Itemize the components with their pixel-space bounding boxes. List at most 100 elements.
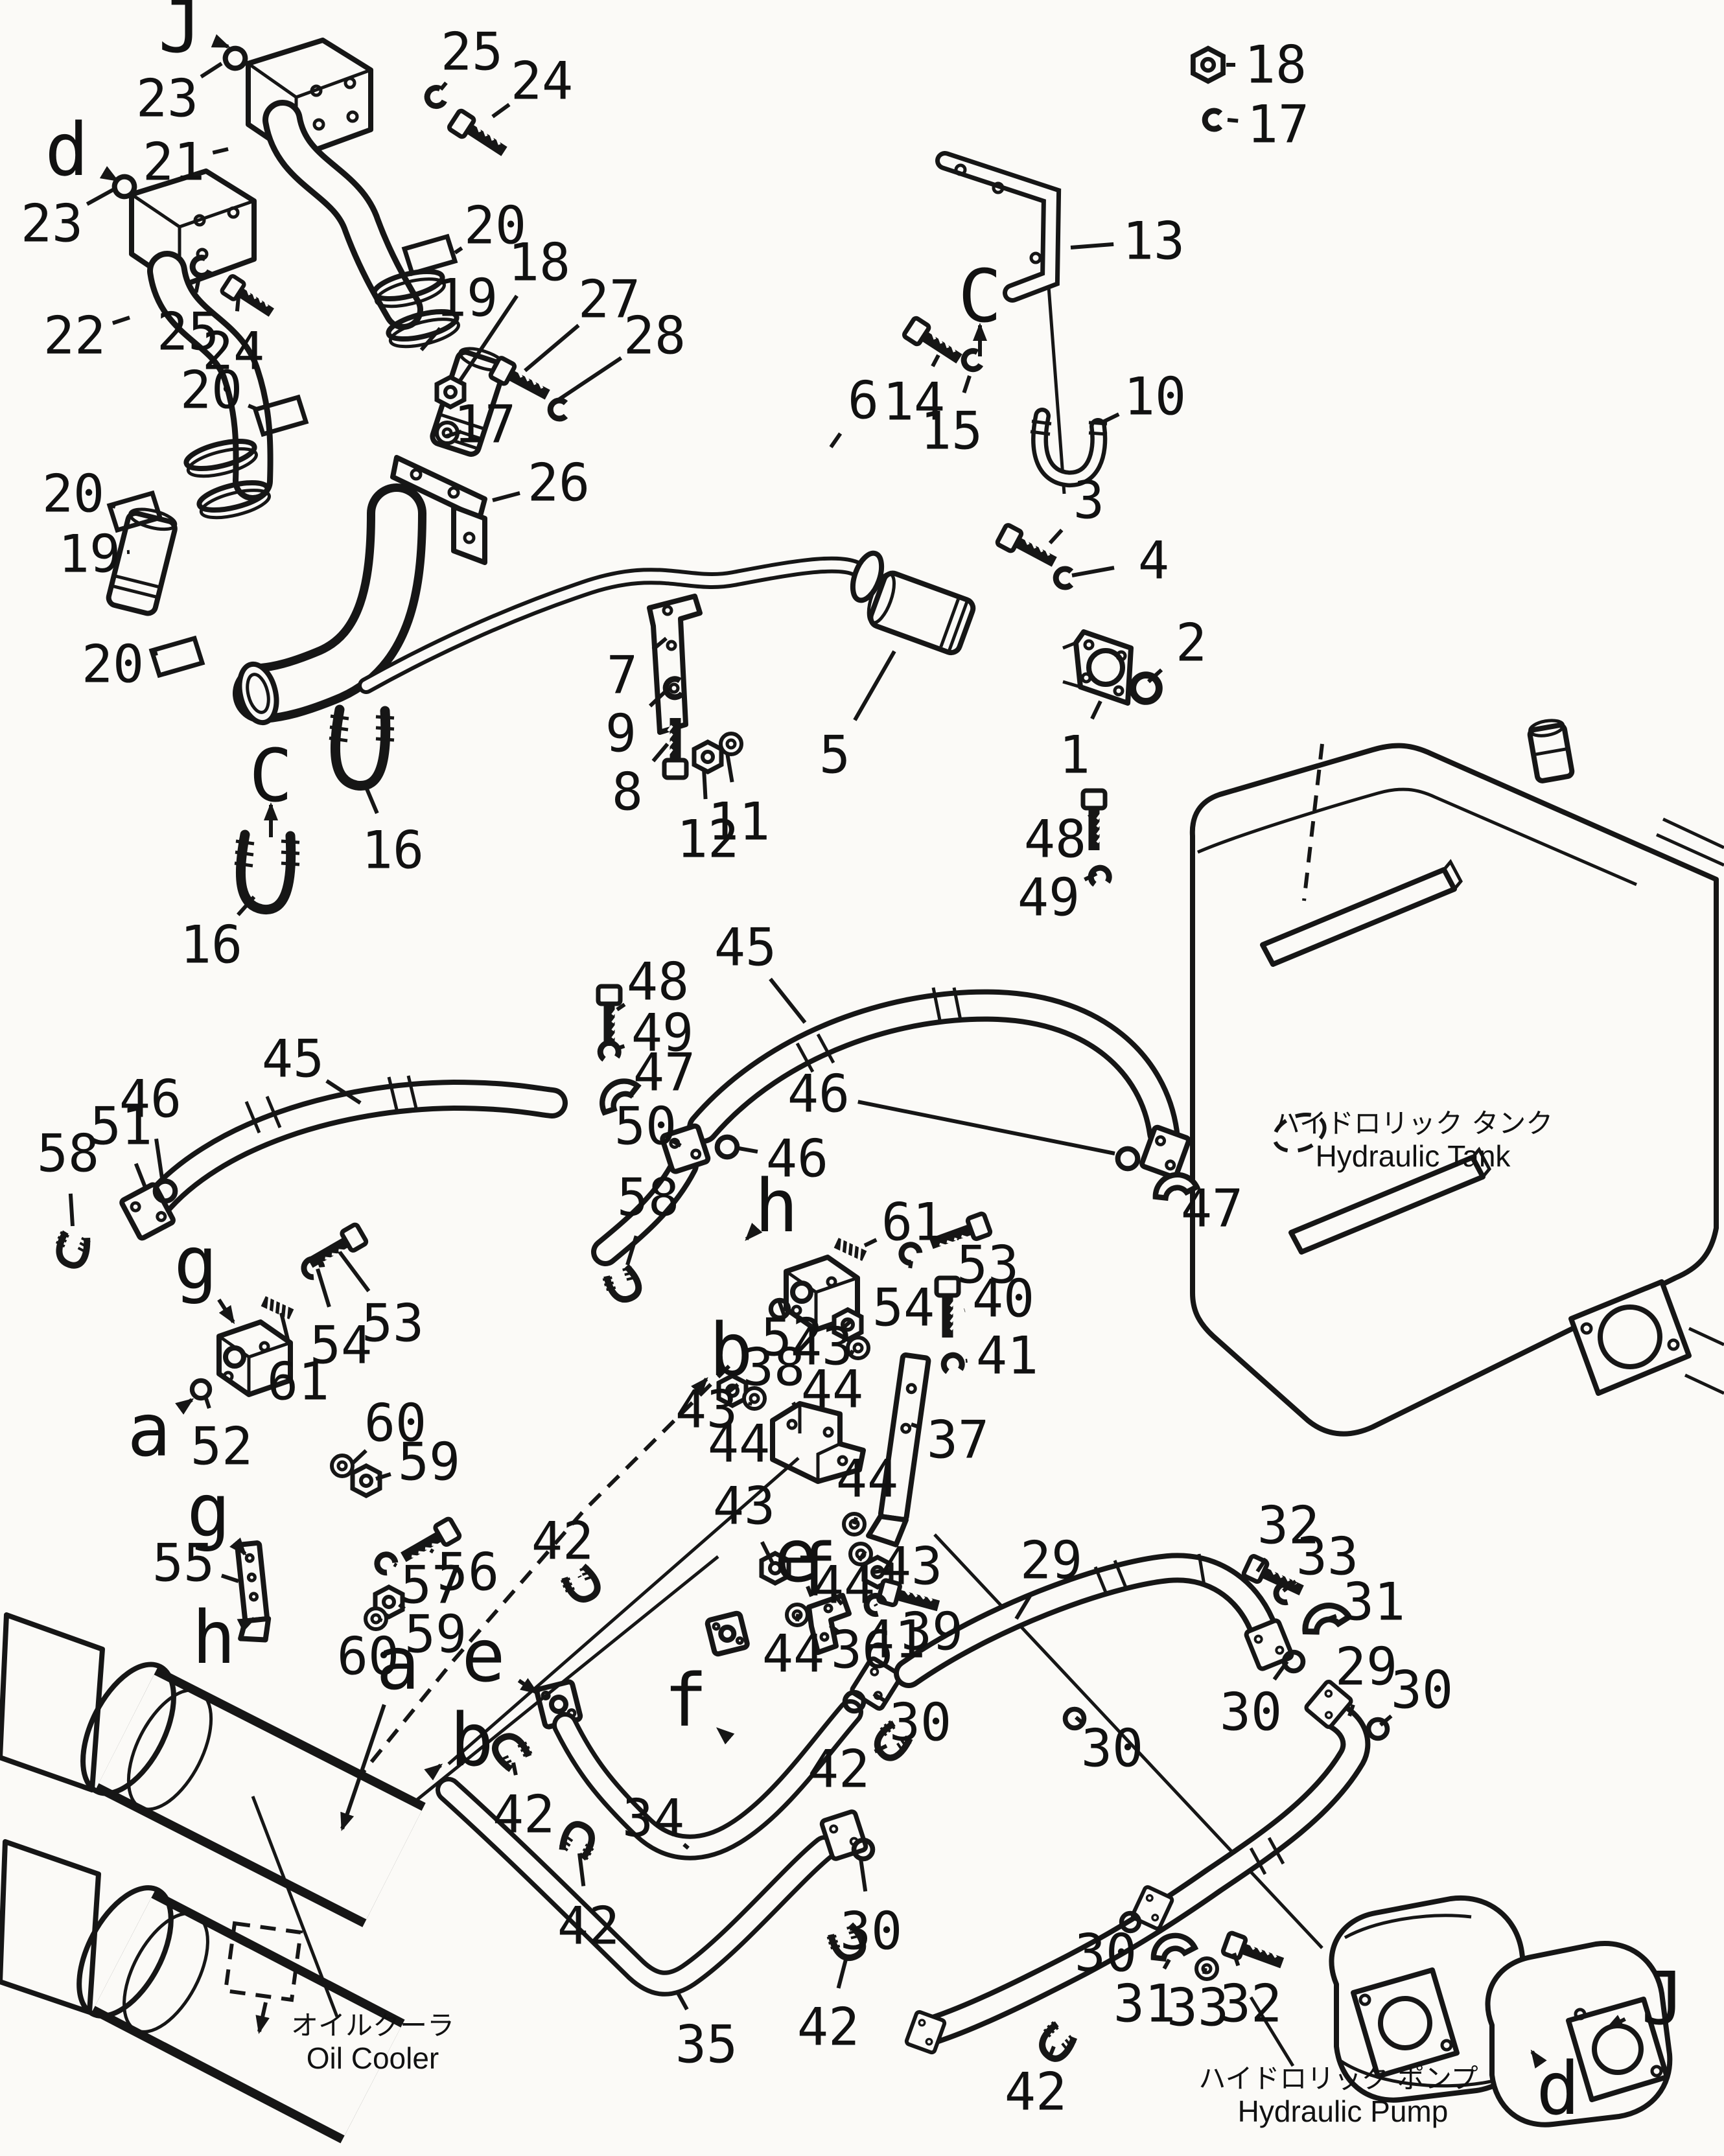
hose-45-left	[119, 1075, 568, 1241]
flange-1	[1062, 629, 1134, 706]
leader-59	[398, 1603, 406, 1610]
part-label-12: 12	[677, 809, 739, 870]
leader-44	[795, 1614, 800, 1622]
sleeve-19	[106, 507, 178, 616]
part-label-60: 60	[337, 1627, 399, 1687]
part-label-9: 9	[605, 704, 636, 764]
part-label-30: 30	[889, 1693, 951, 1753]
part-label-42: 42	[808, 1739, 870, 1800]
leader-39	[906, 1598, 911, 1602]
part-label-57: 57	[401, 1555, 463, 1616]
hose-clip-58	[52, 1231, 91, 1268]
part-label-30: 30	[840, 1901, 902, 1962]
leader-29	[1347, 1704, 1355, 1717]
part-label-33: 33	[1167, 1978, 1229, 2038]
strap-37	[866, 1352, 931, 1547]
leader-47	[1172, 1185, 1178, 1191]
part-label-59: 59	[398, 1432, 460, 1492]
ref-letter-d: d	[1536, 2047, 1579, 2131]
leader-42	[874, 1744, 888, 1754]
ref-letter-b: b	[450, 1698, 493, 1783]
leader-44	[849, 1349, 855, 1355]
plug-61	[833, 1237, 867, 1262]
leader-44	[852, 1516, 858, 1525]
leader-36	[828, 1623, 841, 1635]
leader-9	[648, 686, 671, 708]
captions: ハイドロリック タンク Hydraulic Tank オイルクーラ Oil Co…	[291, 1107, 1553, 2128]
part-label-30: 30	[1081, 1719, 1143, 1779]
plug-61	[261, 1295, 294, 1320]
hose-clamp-20	[196, 477, 272, 523]
leader-61	[279, 1312, 291, 1343]
leader-22	[111, 316, 130, 325]
pump-flange	[1351, 1967, 1460, 2079]
leader-26	[492, 491, 520, 502]
washer-41	[942, 1354, 963, 1372]
leader-35	[675, 1989, 689, 2011]
leader-b	[424, 1763, 443, 1781]
leader-49	[1084, 872, 1098, 881]
leader-58	[68, 1193, 75, 1227]
washer-60	[332, 1455, 353, 1476]
leader-4	[1071, 566, 1115, 577]
leader-19	[419, 327, 442, 351]
leader-20	[454, 246, 463, 255]
leader-57	[393, 1562, 398, 1568]
part-label-42: 42	[557, 1896, 620, 1956]
part-label-53: 53	[957, 1235, 1019, 1295]
ref-letter-J: J	[1641, 1957, 1684, 2041]
leader-59	[375, 1472, 391, 1481]
leader-30	[1379, 1714, 1393, 1727]
part-label-48: 48	[627, 952, 689, 1012]
fitting-block-52	[192, 1319, 293, 1398]
lock-washer-49	[599, 1041, 620, 1060]
part-label-24: 24	[511, 51, 573, 111]
leader-43	[760, 1541, 775, 1564]
bolt-24	[448, 110, 511, 161]
part-label-5: 5	[819, 725, 850, 785]
ref-letter-b: b	[709, 1308, 752, 1393]
leader-53	[338, 1251, 371, 1293]
pump-caption-jp: ハイドロリック ポンプ	[1198, 2063, 1478, 2094]
part-label-11: 11	[708, 792, 770, 852]
leader-46	[738, 1146, 758, 1154]
leader-27	[524, 323, 580, 373]
part-label-43: 43	[791, 1317, 853, 1377]
part-label-44: 44	[836, 1449, 898, 1509]
clamp-31	[1153, 1930, 1197, 1967]
part-label-59: 59	[404, 1605, 467, 1665]
part-label-43: 43	[880, 1536, 942, 1597]
ref-letter-C: C	[958, 255, 1001, 339]
o-ring-52	[192, 1380, 209, 1398]
hose-clip-58	[601, 1263, 645, 1306]
part-label-17: 17	[454, 395, 516, 455]
part-label-30: 30	[1391, 1660, 1453, 1721]
part-label-49: 49	[631, 1003, 693, 1063]
snap-ring-28	[550, 400, 566, 419]
leader-14	[931, 354, 940, 367]
reference-line-b	[336, 1364, 731, 1804]
part-label-52: 52	[191, 1417, 253, 1477]
part-label-24: 24	[202, 321, 264, 382]
leader-46	[154, 1138, 164, 1179]
bolt-48	[598, 986, 620, 1046]
part-label-46: 46	[787, 1064, 850, 1124]
leader-31	[1162, 1958, 1171, 1970]
leader-11	[725, 752, 734, 783]
nut-18	[1193, 49, 1223, 82]
part-label-51: 51	[90, 1096, 152, 1157]
leader-49	[616, 1044, 625, 1050]
part-label-46: 46	[119, 1069, 181, 1130]
part-label-58: 58	[617, 1168, 679, 1228]
ref-letter-e: e	[461, 1614, 505, 1698]
bracket-26	[390, 455, 487, 565]
leader-1	[1090, 700, 1102, 720]
part-label-58: 58	[37, 1124, 99, 1184]
tank-filler	[1527, 719, 1575, 783]
part-label-22: 22	[43, 306, 106, 366]
part-label-4: 4	[1138, 531, 1169, 591]
bolt-3	[997, 524, 1060, 572]
leader-53	[957, 1236, 961, 1241]
leader-15	[962, 375, 972, 394]
